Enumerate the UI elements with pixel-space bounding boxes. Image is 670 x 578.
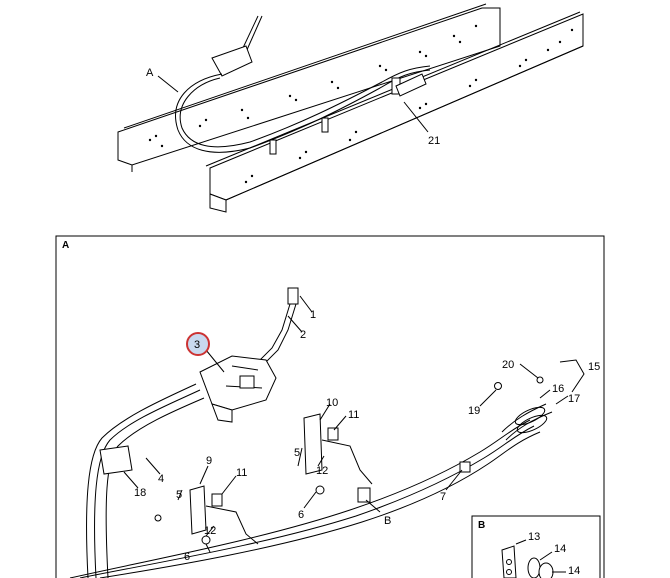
frame-rivet-holes [148, 24, 574, 184]
callout-9: 9 [206, 455, 212, 467]
callout-overview-21: 21 [428, 135, 440, 147]
callout-5-left: 5 [176, 489, 182, 501]
front-cable [94, 389, 201, 578]
callout-20: 20 [502, 359, 514, 371]
overview-parking-brake-lever [211, 15, 263, 77]
callout-17: 17 [568, 393, 580, 405]
callout-overview-a: A [146, 67, 154, 79]
callout-16: 16 [552, 383, 564, 395]
callout-b: B [384, 515, 391, 527]
overview-illustration [117, 3, 584, 213]
bracket-center [303, 413, 373, 495]
cable-clip [459, 461, 471, 473]
lever-housing [199, 355, 277, 423]
callout-15: 15 [588, 361, 600, 373]
callout-6-center: 6 [298, 509, 304, 521]
callout-3: 3 [194, 339, 200, 351]
clip-b [357, 487, 371, 503]
callout-14-upper: 14 [554, 543, 566, 555]
overview-cable [175, 69, 431, 153]
callout-1: 1 [310, 309, 316, 321]
rear-cable [69, 419, 531, 578]
callout-18: 18 [134, 487, 146, 499]
callout-3-highlight[interactable]: 3 [186, 332, 210, 356]
callout-12-left: 12 [204, 525, 216, 537]
parking-brake-lever [245, 287, 299, 371]
callout-2: 2 [300, 329, 306, 341]
detail-b-frame-label: B [478, 520, 485, 531]
detail-b-illustration [501, 539, 566, 578]
callout-19: 19 [468, 405, 480, 417]
callout-14-lower: 14 [568, 565, 580, 577]
frame-rail-rear [117, 3, 501, 172]
callout-4: 4 [158, 473, 164, 485]
callout-5-center: 5 [294, 447, 300, 459]
detail-a-illustration [69, 287, 585, 578]
callout-6-left: 6 [184, 551, 190, 563]
callout-7: 7 [440, 491, 446, 503]
detail-a-frame: A [55, 235, 605, 578]
callout-11-center: 11 [348, 409, 359, 421]
detail-a-frame-label: A [62, 240, 69, 251]
callout-13: 13 [528, 531, 540, 543]
bracket-left [154, 485, 259, 545]
callout-10: 10 [326, 397, 338, 409]
cable-end-spring [501, 403, 553, 441]
callout-12-center: 12 [316, 465, 328, 477]
callout-11-left: 11 [236, 467, 247, 479]
